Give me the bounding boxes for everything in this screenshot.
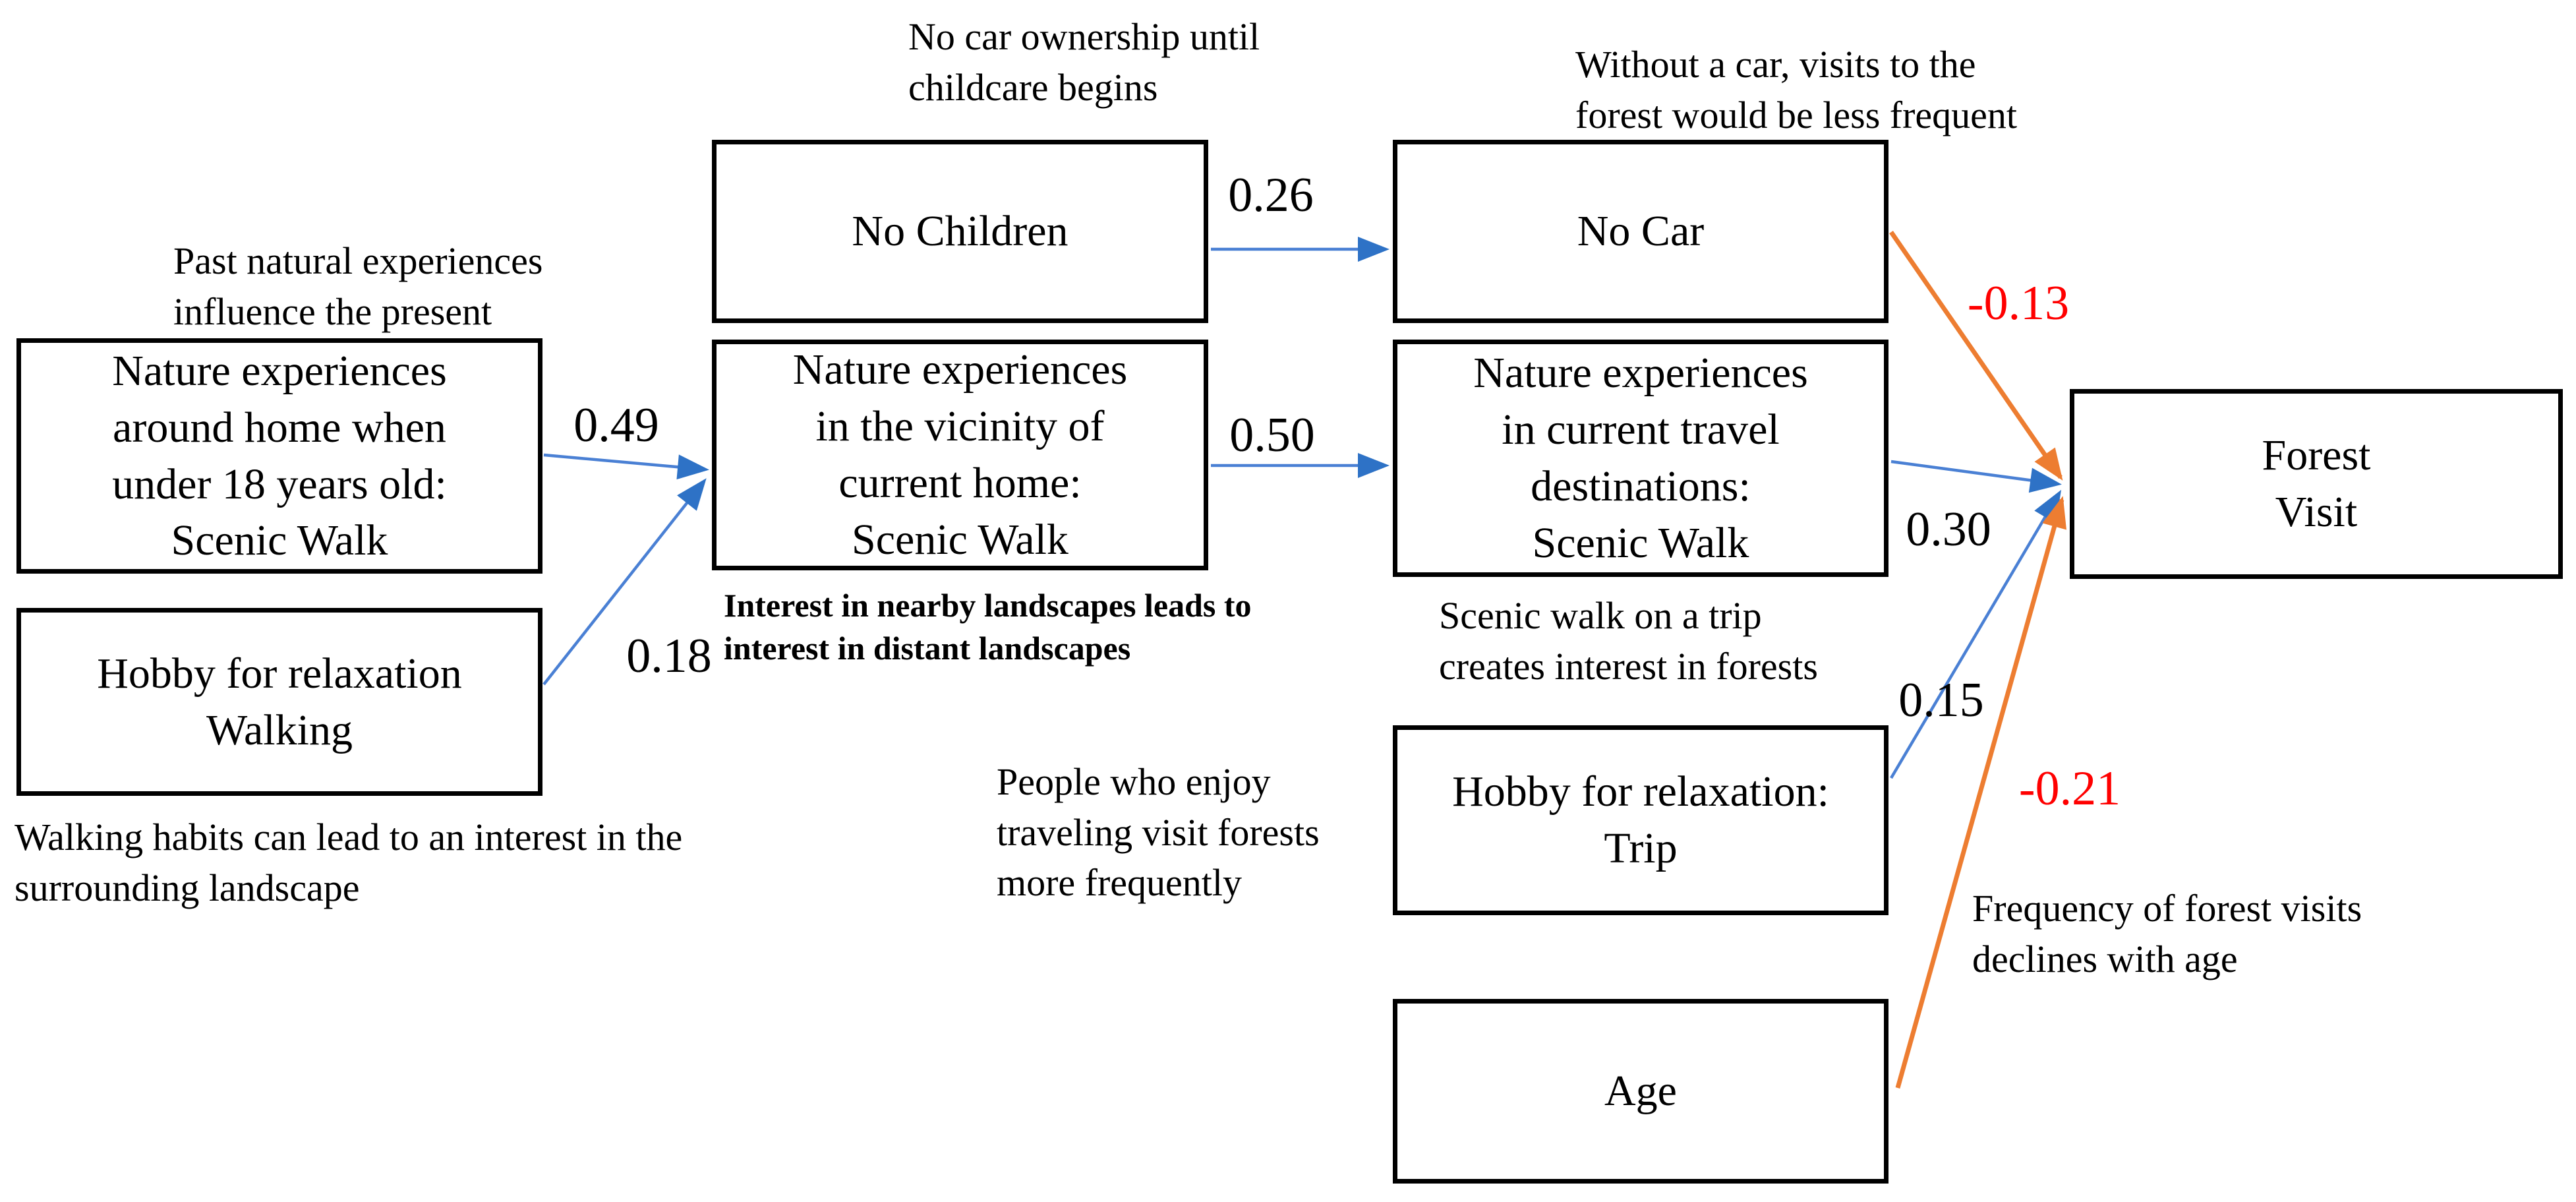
annotation-without-car: Without a car, visits to the forest woul…	[1575, 43, 2018, 136]
annotation-age-decline: Frequency of forest visits declines with…	[1972, 887, 2362, 980]
edge-walking-vicinity-arrow	[542, 478, 707, 686]
box-hobby-trip: Hobby for relaxation: Trip	[1393, 725, 1888, 915]
edge-trip-forest-arrow	[1890, 489, 2062, 779]
box-no-children: No Children	[712, 140, 1208, 323]
box-nature-vicinity: Nature experiences in the vicinity of cu…	[712, 340, 1208, 570]
coef-trip-forest: 0.15	[1898, 673, 1984, 727]
edge-age-forest-arrow	[1895, 496, 2067, 1089]
annotation-no-car-ownership: No car ownership until childcare begins	[908, 15, 1260, 109]
coef-home-vicinity: 0.49	[573, 398, 659, 452]
box-age: Age	[1393, 999, 1888, 1184]
coef-nocar-forest: -0.13	[1967, 276, 2070, 330]
box-nature-travel: Nature experiences in current travel des…	[1393, 340, 1888, 577]
edge-nocar-forest-arrow	[1889, 231, 2063, 481]
box-hobby-walking: Hobby for relaxation Walking	[16, 608, 542, 796]
edge-home-vicinity-arrow	[543, 453, 709, 480]
coef-travel-forest: 0.30	[1906, 502, 1991, 556]
coef-age-forest: -0.21	[2018, 762, 2121, 816]
annotation-past-experiences: Past natural experiences influence the p…	[173, 239, 543, 333]
box-no-car: No Car	[1393, 140, 1888, 323]
annotation-walking-habits: Walking habits can lead to an interest i…	[15, 816, 683, 909]
box-nature-home-child: Nature experiences around home when unde…	[16, 338, 542, 574]
annotation-people-travel: People who enjoy traveling visit forests…	[997, 760, 1320, 905]
coef-vicinity-travel: 0.50	[1229, 408, 1315, 462]
annotation-scenic-trip: Scenic walk on a trip creates interest i…	[1439, 594, 1818, 688]
coef-walking-vicinity: 0.18	[626, 629, 712, 683]
annotation-nearby-interest: Interest in nearby landscapes leads to i…	[724, 587, 1252, 667]
edge-travel-forest-arrow	[1890, 460, 2062, 493]
coef-nochildren-nocar: 0.26	[1228, 168, 1314, 222]
box-forest-visit: Forest Visit	[2070, 389, 2563, 579]
